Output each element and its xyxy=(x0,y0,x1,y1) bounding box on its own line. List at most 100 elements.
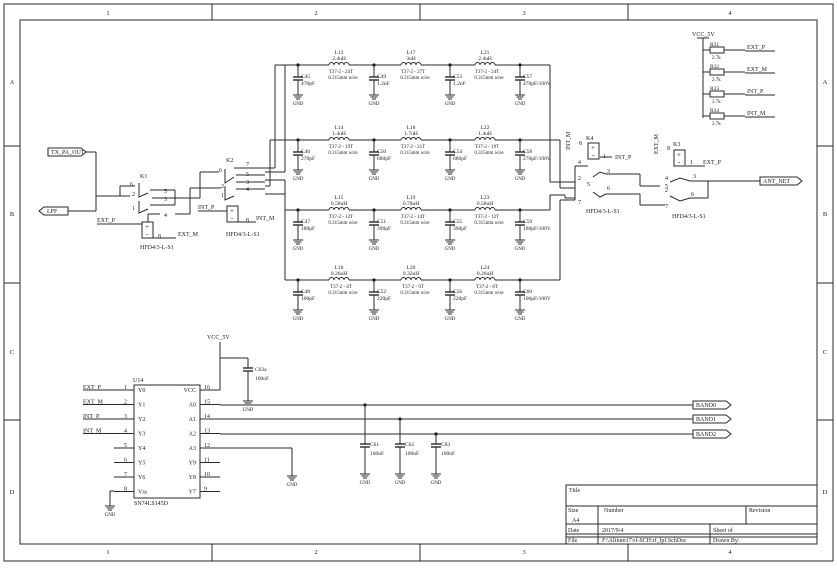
net-label-int-p: INT_P xyxy=(198,205,215,211)
frame-row-label: C xyxy=(823,349,827,356)
net-label-ext-p: EXT_P xyxy=(97,218,116,224)
relay-ref: K2 xyxy=(226,158,233,164)
ic-pin-number: 2 xyxy=(124,400,127,406)
frame-col-label: 3 xyxy=(522,549,525,556)
inductor-core: T37-2 - 24T xyxy=(329,70,353,75)
ground-icon: GND xyxy=(369,234,380,252)
inductor-ref: L23 xyxy=(481,195,490,201)
capacitor-ref: C63a xyxy=(255,367,267,373)
inductor-core: T37-2 - 12T xyxy=(329,215,353,220)
inductor-wire: 0.315mm wire xyxy=(328,151,358,156)
ic-pin-name: Y1 xyxy=(138,403,145,409)
inductor-wire: 0.315mm wire xyxy=(400,76,430,81)
resistor-value: 2.7k xyxy=(712,122,721,127)
pin-number: 4 xyxy=(578,160,581,166)
ground-icon: GND xyxy=(445,234,456,252)
pin-number: 1 xyxy=(132,206,135,212)
inductor-wire: 0.315mm wire xyxy=(328,76,358,81)
resistor-ref: R33 xyxy=(710,86,719,92)
capacitor-value: 100nF xyxy=(441,451,455,457)
pin-number: 6 xyxy=(130,182,133,188)
pin-number: 7 xyxy=(665,204,668,210)
capacitor-ref: C60 xyxy=(523,289,532,295)
pin-number: 6 xyxy=(219,168,222,174)
ground-label: GND xyxy=(369,102,380,107)
coil-minus-sign: - xyxy=(146,230,149,238)
relay-k2: K2+-HFD4/3-L-S1 xyxy=(226,158,260,238)
ic-pin-name: Y0 xyxy=(138,388,145,394)
ground-label: GND xyxy=(515,177,526,182)
ground-icon: GND xyxy=(445,89,456,107)
ground-label: GND xyxy=(369,177,380,182)
sheet-label: Sheet of xyxy=(713,527,733,534)
inductor-value: 3uH xyxy=(406,56,416,62)
ic-pin-number: 4 xyxy=(124,429,127,435)
ground-icon: GND xyxy=(293,89,304,107)
coil-minus-sign: - xyxy=(231,214,234,222)
relay-k3: K3+-HFD4/3-L-S1 xyxy=(672,142,706,220)
frame-col-label: 3 xyxy=(522,10,525,17)
number-label: Number xyxy=(604,508,624,514)
pin-number: 6 xyxy=(607,186,610,192)
capacitor-value: 680pF xyxy=(377,156,391,162)
file-label: File xyxy=(568,538,578,544)
ground-icon: GND xyxy=(515,89,526,107)
relay-k4: K4+-HFD4/3-L-S1 xyxy=(586,136,620,215)
coil-minus-sign: - xyxy=(678,158,681,166)
date-value: 2017/9/4 xyxy=(602,528,623,534)
ic-pin-name: Y5 xyxy=(138,461,145,467)
inductor-ref: L22 xyxy=(481,125,490,131)
resistor-net-label: INT_M xyxy=(747,111,766,117)
ground-icon: GND xyxy=(515,234,526,252)
resistor-value: 2.7k xyxy=(712,78,721,83)
pin-number: 4 xyxy=(665,176,668,182)
relay-part: HFD4/3-L-S1 xyxy=(140,245,174,251)
ground-icon: GND xyxy=(369,304,380,322)
ic-pin-number: 10 xyxy=(204,472,210,478)
capacitor-ref: C49 xyxy=(377,74,386,80)
inductor-ref: L24 xyxy=(481,265,490,271)
inductor-ref: L20 xyxy=(407,265,416,271)
revision-label: Revision xyxy=(749,508,770,514)
ground-label: GND xyxy=(369,247,380,252)
inductor-core: T37-2 - 9T xyxy=(402,285,424,290)
resistor-net-label: EXT_M xyxy=(747,67,768,73)
inductor-core: T37-2 - 8T xyxy=(476,285,498,290)
resistor-r34: R34 2.7k INT_M xyxy=(703,108,775,127)
ic-pin-number: 5 xyxy=(124,443,127,449)
ground-label: GND xyxy=(243,408,254,413)
pin-number: 2 xyxy=(132,192,135,198)
pin-number: 8 xyxy=(246,218,249,224)
port-label: BAND0 xyxy=(696,403,716,409)
pin-number: 3 xyxy=(246,180,249,186)
inductor-ref: L21 xyxy=(481,50,490,56)
capacitor-ref: C52 xyxy=(377,289,386,295)
capacitor-value: 270pF xyxy=(301,156,315,162)
ic-pin-number: 3 xyxy=(124,414,127,420)
inductor-core: T37-2 - 24T xyxy=(475,70,499,75)
inductor-value: 1.4uH xyxy=(478,131,492,137)
port-band2: BAND2 xyxy=(692,429,732,439)
ground-icon: GND xyxy=(445,304,456,322)
ic-pin-number: 13 xyxy=(204,429,210,435)
resistor-net-label: INT_P xyxy=(747,89,764,95)
capacitor-value: 220pF xyxy=(453,296,467,302)
resistor-ref: R34 xyxy=(710,108,719,114)
frame-col-label: 4 xyxy=(728,10,732,17)
capacitor-ref: C51 xyxy=(377,219,386,225)
capacitor-value: 470pF/100V xyxy=(523,81,551,87)
inductor-wire: 0.315mm wire xyxy=(400,291,430,296)
inductor-wire: 0.315mm wire xyxy=(474,76,504,81)
capacitor-ref: C55 xyxy=(453,219,462,225)
port-label: TX_PA_OUT xyxy=(51,150,85,156)
